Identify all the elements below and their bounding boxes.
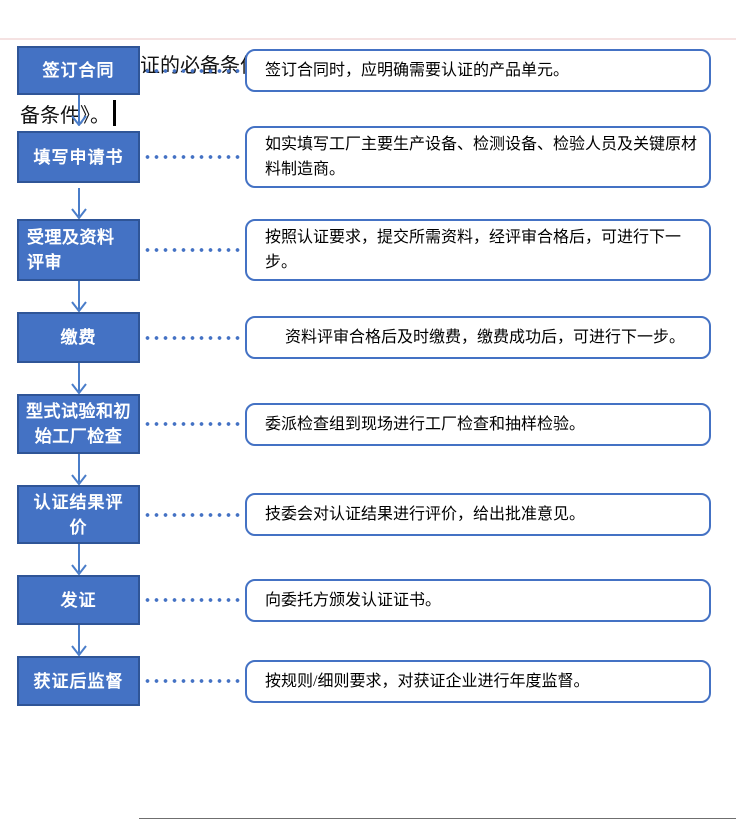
flow-step-label: 受理及资料 评审 [27, 228, 115, 272]
flow-step-label: 认证结果评 价 [33, 492, 124, 537]
flow-step-label: 填写申请书 [33, 147, 124, 167]
flow-step-description: 按照认证要求，提交所需资料，经评审合格后，可进行下一步。 [265, 229, 682, 271]
arrow-down-icon [71, 188, 87, 219]
flow-step-description-box: 委派检查组到现场进行工厂检查和抽样检验。 [245, 402, 711, 446]
note-line-2: 备条件》。 [20, 88, 736, 138]
flow-step-row: 受理及资料 评审 按照认证要求，提交所需资料，经评审合格后，可进行下一步。 [0, 219, 711, 281]
arrow-down-icon [71, 454, 87, 485]
dotted-connector-line [143, 512, 242, 517]
arrow-down-icon [71, 281, 87, 312]
flow-step-row: 缴费 资料评审合格后及时缴费，缴费成功后，可进行下一步。 [0, 312, 711, 363]
flow-step-description: 按规则/细则要求，对获证企业进行年度监督。 [265, 672, 590, 690]
flow-arrow-gap [0, 625, 736, 656]
flow-step-description-box: 技委会对认证结果进行评价，给出批准意见。 [245, 493, 711, 536]
flow-step-box: 认证结果评 价 [17, 485, 140, 544]
flow-step-row: 发证 向委托方颁发认证证书。 [0, 575, 711, 625]
flow-arrow-gap [0, 95, 736, 126]
dotted-connector-line [143, 68, 242, 73]
flow-step-row: 填写申请书 如实填写工厂主要生产设备、检测设备、检验人员及关键原材料制造商。 [0, 126, 711, 188]
dotted-connector-line [143, 679, 242, 683]
flow-step-row: 认证结果评 价 技委会对认证结果进行评价，给出批准意见。 [0, 485, 711, 544]
flow-step-description-box: 按照认证要求，提交所需资料，经评审合格后，可进行下一步。 [245, 219, 711, 281]
dotted-connector-line [143, 248, 242, 252]
flow-step-description-box: 资料评审合格后及时缴费，缴费成功后，可进行下一步。 [245, 316, 711, 359]
flow-step-label: 获证后监督 [33, 671, 124, 691]
flowchart-canvas: 签订合同 签订合同时，应明确需要认证的产品单元。 填写申请书 如实填写工厂主要生… [0, 46, 736, 706]
flow-step-label: 缴费 [60, 328, 97, 347]
dotted-connector-line [143, 598, 242, 602]
top-border-line [0, 38, 736, 40]
flow-step-box: 型式试验和初 始工厂检查 [17, 394, 140, 454]
flow-step-box: 缴费 [17, 312, 140, 363]
flow-step-box: 受理及资料 评审 [17, 219, 140, 281]
flow-step-box: 签订合同 [17, 46, 140, 95]
flow-step-label: 发证 [60, 590, 97, 610]
flow-step-description-box: 按规则/细则要求，对获证企业进行年度监督。 [245, 659, 711, 703]
arrow-down-icon [71, 625, 87, 656]
note-text: 备条件》。 [20, 104, 110, 127]
flow-arrow-gap [0, 363, 736, 394]
flow-arrow-gap [0, 281, 736, 312]
flow-arrow-gap [0, 188, 736, 219]
dotted-connector-line [143, 335, 242, 340]
flow-step-label: 型式试验和初 始工厂检查 [26, 402, 131, 446]
flow-step-description-box: 如实填写工厂主要生产设备、检测设备、检验人员及关键原材料制造商。 [245, 126, 711, 188]
flow-step-description-box: 签订合同时，应明确需要认证的产品单元。 [245, 49, 711, 92]
flow-step-description-box: 向委托方颁发认证证书。 [245, 578, 711, 622]
flow-step-box: 填写申请书 [17, 131, 140, 183]
dotted-connector-line [143, 155, 242, 159]
flow-arrow-gap [0, 454, 736, 485]
flow-step-description: 技委会对认证结果进行评价，给出批准意见。 [265, 506, 586, 523]
flow-step-description: 资料评审合格后及时缴费，缴费成功后，可进行下一步。 [285, 329, 686, 346]
flow-step-description: 向委托方颁发认证证书。 [265, 591, 442, 609]
dotted-connector-line [143, 422, 242, 426]
flow-step-box: 获证后监督 [17, 656, 140, 706]
arrow-down-icon [71, 363, 87, 394]
arrow-down-icon [71, 95, 87, 126]
certification-flowchart-page: { "colors": { "accent": "#4472c4", "step… [0, 38, 736, 819]
flow-step-row: 获证后监督 按规则/细则要求，对获证企业进行年度监督。 [0, 656, 711, 706]
flow-step-row: 型式试验和初 始工厂检查 委派检查组到现场进行工厂检查和抽样检验。 [0, 394, 711, 454]
flow-step-label: 签订合同 [42, 61, 115, 80]
text-cursor [113, 100, 116, 126]
flow-step-description: 如实填写工厂主要生产设备、检测设备、检验人员及关键原材料制造商。 [265, 136, 698, 178]
flow-step-row: 签订合同 签订合同时，应明确需要认证的产品单元。 [0, 46, 711, 95]
flow-step-description: 委派检查组到现场进行工厂检查和抽样检验。 [265, 415, 586, 433]
flow-step-description: 签订合同时，应明确需要认证的产品单元。 [265, 62, 570, 79]
flow-arrow-gap [0, 544, 736, 575]
arrow-down-icon [71, 544, 87, 575]
flow-step-box: 发证 [17, 575, 140, 625]
